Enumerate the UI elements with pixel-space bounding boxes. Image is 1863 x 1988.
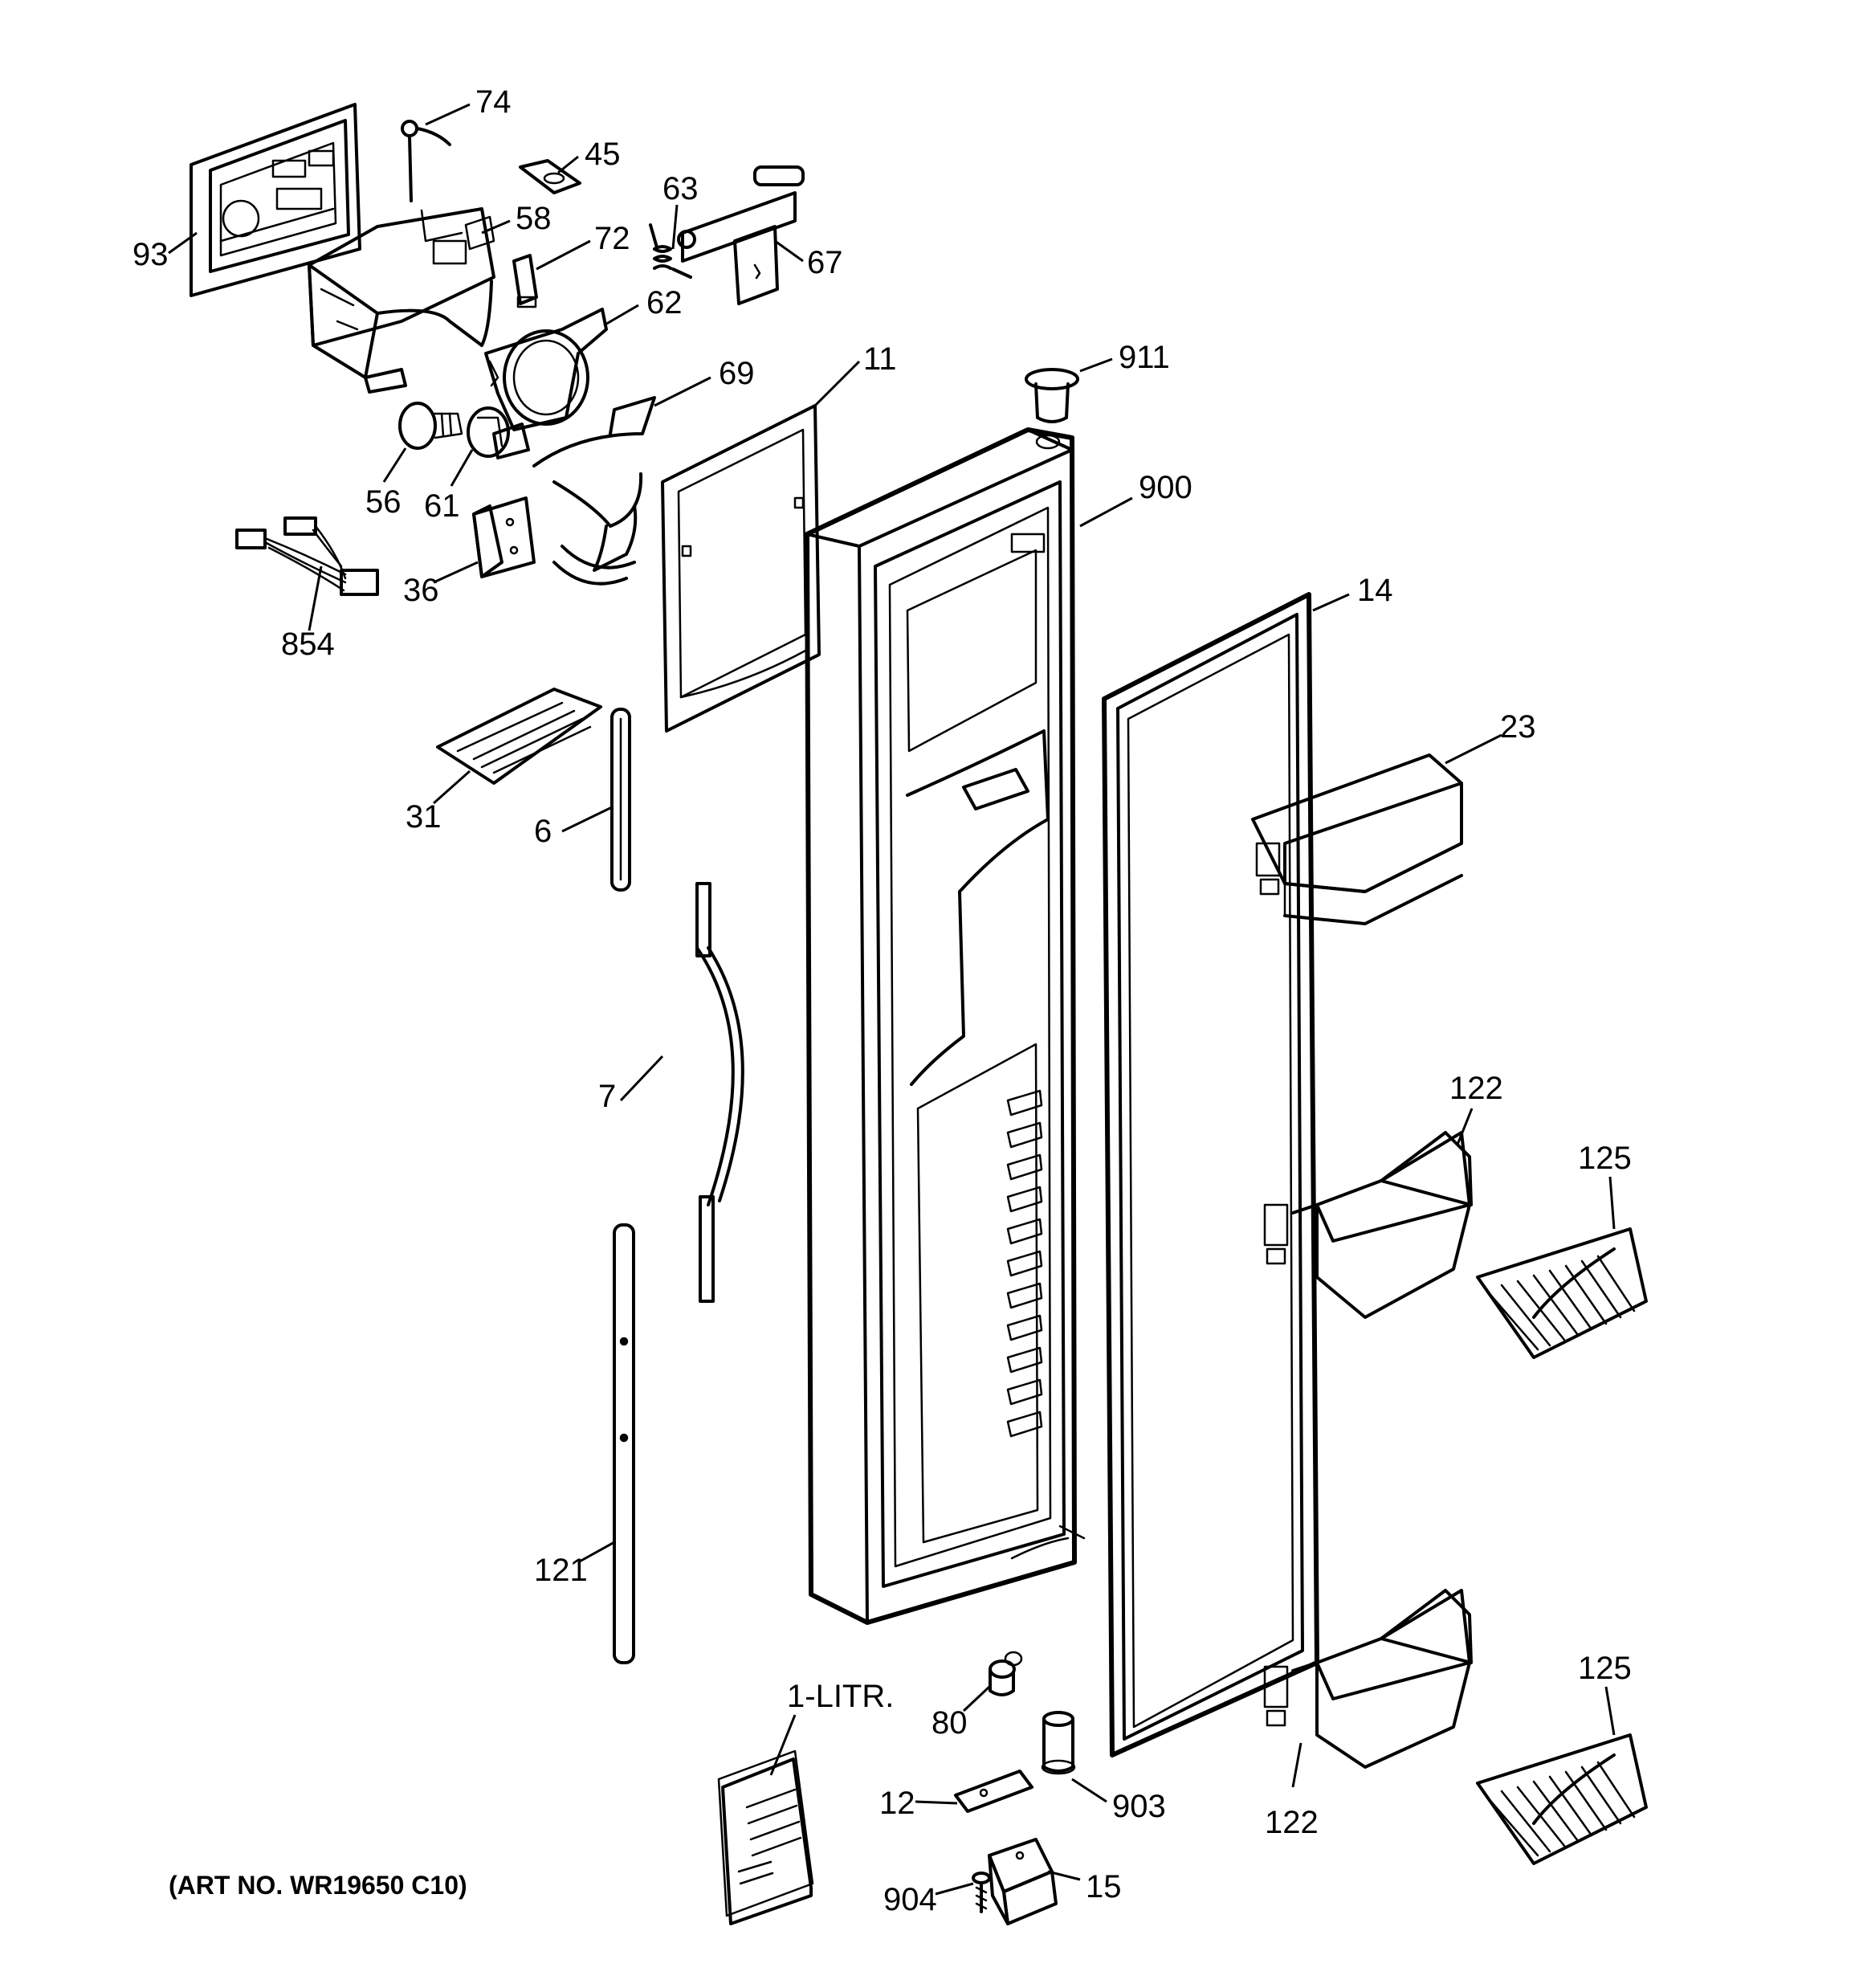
callout-67: 67	[807, 245, 843, 280]
part-61-socket	[467, 406, 530, 459]
part-36-bracket	[472, 496, 536, 578]
callout-45: 45	[585, 137, 621, 172]
callout-74: 74	[475, 84, 512, 120]
callout-121: 121	[534, 1553, 588, 1588]
part-6-trim	[610, 708, 631, 892]
callout-900: 900	[1139, 470, 1192, 505]
callout-36: 36	[403, 573, 439, 608]
part-7-handle	[695, 882, 744, 1303]
callout-6: 6	[534, 814, 552, 849]
callout-122-lower: 122	[1265, 1805, 1319, 1840]
callout-1-litr: 1-LITR.	[787, 1679, 894, 1714]
callout-23: 23	[1500, 709, 1536, 745]
part-56-bulb	[398, 402, 463, 450]
callout-125-upper: 125	[1578, 1141, 1632, 1176]
part-67-actuator	[677, 165, 805, 305]
callout-12: 12	[879, 1786, 915, 1821]
callout-122-upper: 122	[1449, 1071, 1503, 1106]
callout-903: 903	[1112, 1789, 1166, 1824]
callout-56: 56	[365, 484, 402, 520]
callout-61: 61	[424, 488, 460, 524]
part-122-bin-upper	[1263, 1131, 1473, 1319]
part-1-litr-booklet	[717, 1749, 814, 1925]
part-69-chute	[532, 396, 656, 586]
part-80-plug	[989, 1651, 1023, 1696]
callout-911: 911	[1119, 340, 1170, 375]
callout-14: 14	[1357, 573, 1393, 608]
callout-63: 63	[662, 171, 699, 206]
part-122-bin-lower	[1263, 1589, 1473, 1769]
part-900-door	[805, 427, 1086, 1625]
part-125-rack-upper	[1476, 1227, 1648, 1359]
callout-15: 15	[1086, 1869, 1122, 1904]
callout-labels: 74 45 63 93 58 72 67 62 69 11 911 56 61 …	[132, 84, 1632, 1917]
callout-31: 31	[406, 799, 442, 835]
part-903-pin	[1041, 1711, 1076, 1775]
part-63-spring	[649, 223, 692, 279]
part-125-rack-lower	[1476, 1733, 1648, 1865]
part-93-control-panel	[190, 103, 361, 297]
part-23-bin	[1251, 753, 1463, 925]
callout-7: 7	[598, 1079, 616, 1114]
callout-854: 854	[281, 627, 335, 662]
part-11-frame	[661, 404, 821, 733]
part-904-screw	[972, 1872, 991, 1913]
part-62-funnel	[484, 308, 608, 431]
door-shelf-clips	[1006, 1089, 1043, 1438]
part-31-grille	[436, 688, 602, 785]
part-12-bracket	[954, 1770, 1033, 1813]
part-121-trim	[613, 1223, 635, 1664]
part-58-housing	[308, 207, 495, 394]
callout-80: 80	[932, 1705, 968, 1741]
callout-62: 62	[646, 285, 683, 320]
callout-125-lower: 125	[1578, 1651, 1632, 1686]
part-911-bushing	[1025, 368, 1079, 423]
callout-11: 11	[863, 341, 897, 377]
part-854-harness	[235, 516, 379, 596]
part-15-hinge	[988, 1838, 1058, 1925]
part-74-spring	[401, 120, 451, 202]
callout-72: 72	[594, 221, 630, 256]
leader-lines	[168, 103, 1616, 1896]
callout-904: 904	[883, 1882, 937, 1917]
callout-93: 93	[132, 237, 169, 272]
part-45-bracket	[519, 159, 581, 194]
part-72-switch	[512, 254, 538, 308]
callout-58: 58	[516, 201, 552, 236]
callout-69: 69	[719, 356, 755, 391]
part-14-gasket	[1102, 592, 1319, 1757]
art-number: (ART NO. WR19650 C10)	[169, 1871, 467, 1900]
